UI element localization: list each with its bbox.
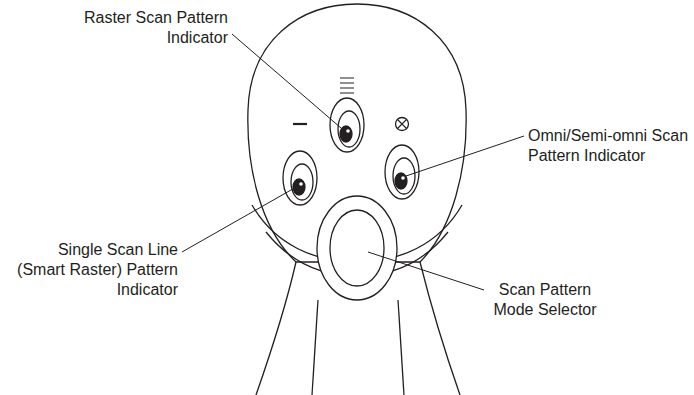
leader-line (368, 252, 484, 290)
raster-symbol (340, 78, 354, 93)
omni-led (385, 145, 419, 199)
single-line-symbol (293, 123, 307, 125)
leader-line (182, 186, 298, 252)
leader-line (232, 34, 341, 128)
omni-symbol (396, 118, 409, 131)
neck-outline (420, 262, 460, 395)
mode-selector-button (317, 196, 397, 300)
neck-line (398, 300, 404, 395)
single-line-led (283, 151, 317, 205)
callout-label: Scan Pattern Mode Selector (486, 280, 604, 320)
callout-label: Omni/Semi-omni Scan Pattern Indicator (528, 126, 692, 166)
mode-selector-inner (330, 210, 384, 286)
neck-outline (256, 262, 296, 395)
leader-line (406, 136, 524, 176)
callout-label: Single Scan Line (Smart Raster) Pattern … (6, 240, 178, 300)
raster-led (330, 98, 364, 152)
callout-label: Raster Scan Pattern Indicator (56, 8, 228, 48)
neck-line (312, 300, 318, 395)
